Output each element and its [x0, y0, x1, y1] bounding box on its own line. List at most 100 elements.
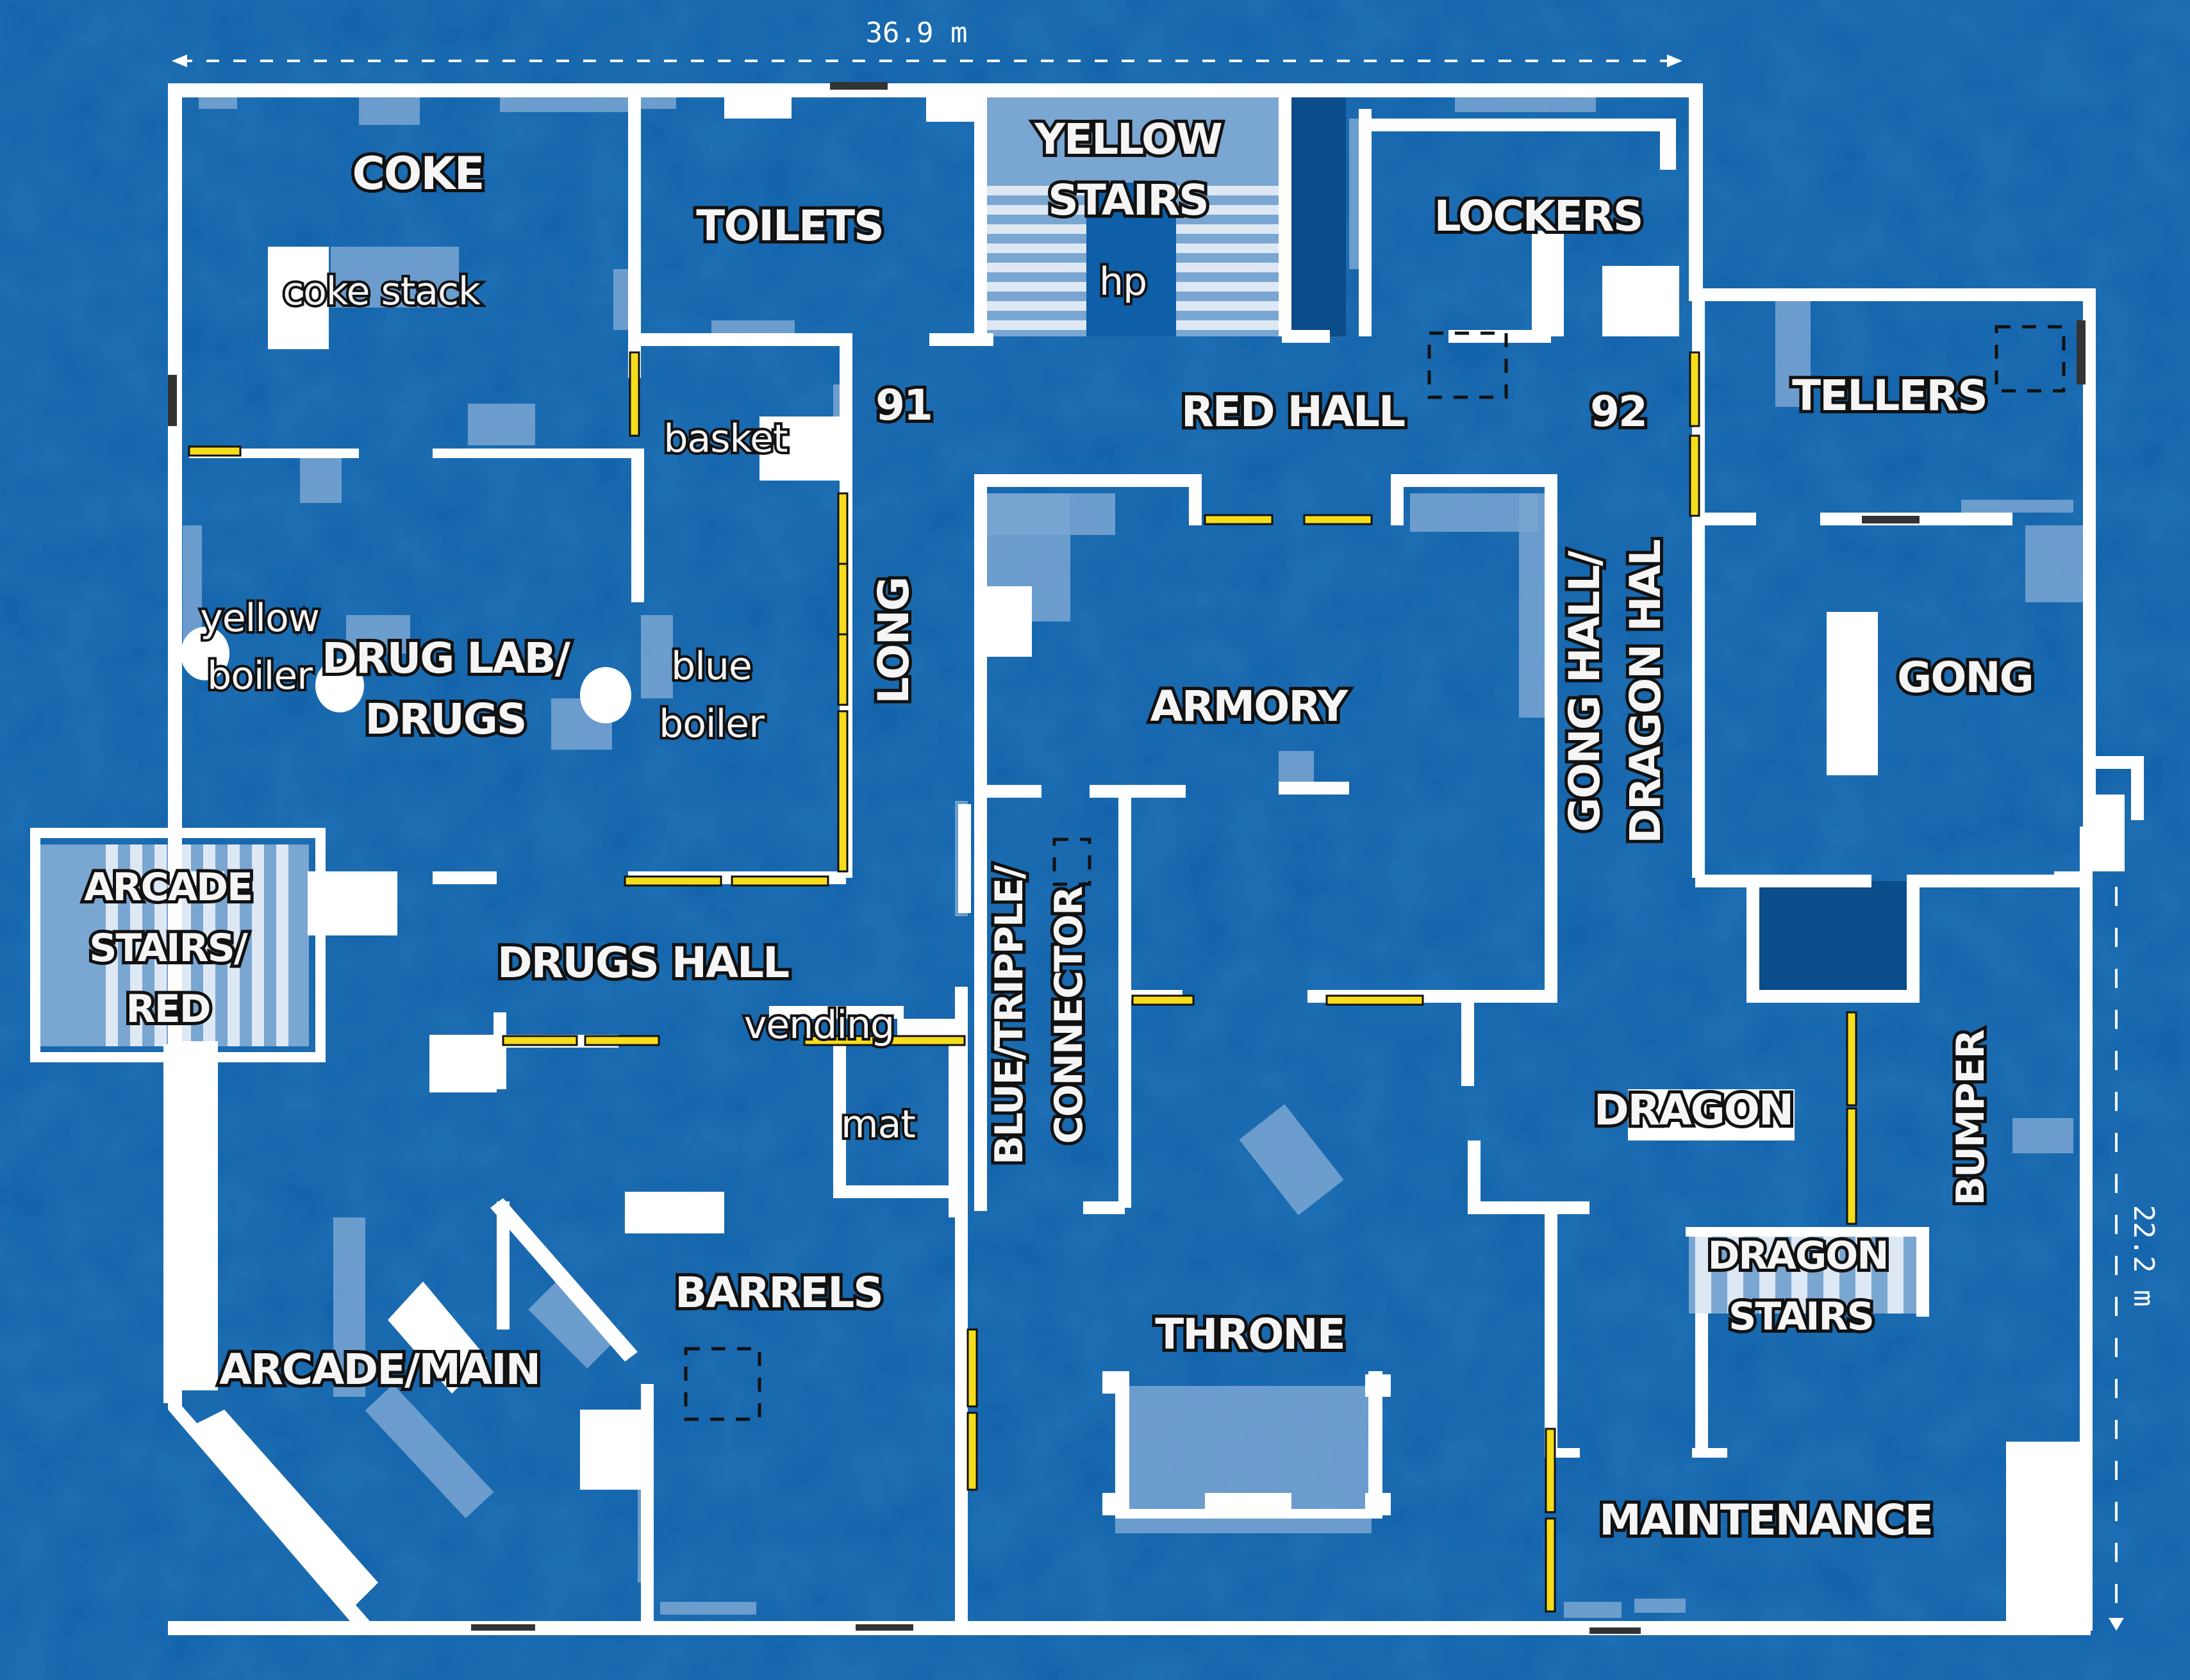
stair-step — [154, 844, 167, 1046]
stair-step — [1176, 301, 1279, 311]
stair-step — [1176, 224, 1279, 234]
throne-frame — [1115, 1371, 1129, 1519]
room-label-drugs-hall: DRUGS HALL — [497, 938, 789, 987]
room-label-spot-91: 91 — [875, 381, 932, 430]
wall — [1532, 231, 1564, 336]
door-yellow — [837, 710, 849, 873]
furniture-block — [711, 320, 795, 333]
window-dark — [168, 375, 177, 426]
room-label-armory: ARMORY — [1150, 682, 1349, 731]
window-dark — [856, 1624, 913, 1631]
wall — [163, 1044, 179, 1403]
wall — [1746, 875, 1759, 1000]
furniture-block — [987, 493, 1115, 535]
door-yellow — [584, 1035, 660, 1046]
stair-step — [987, 320, 1086, 330]
dark-block — [1288, 90, 1346, 336]
room-label-yellow-stairs-1: YELLOW — [1034, 115, 1222, 164]
room-label-throne: THRONE — [1155, 1310, 1345, 1359]
throne-frame — [1365, 1374, 1391, 1397]
wall — [1448, 330, 1551, 343]
wall — [433, 449, 638, 458]
wall — [433, 871, 497, 884]
stair-step — [1695, 1230, 1711, 1314]
dark-block — [1759, 881, 1910, 990]
wall — [1907, 875, 1920, 1000]
wall — [170, 871, 224, 885]
room-label-drug-lab-2: DRUGS — [365, 695, 526, 744]
stair-step — [203, 844, 215, 1046]
door-yellow — [1689, 434, 1700, 517]
arrow-down-icon — [2109, 1618, 2124, 1631]
stair-step — [1176, 186, 1279, 195]
furniture-block — [1239, 1104, 1344, 1215]
white-block — [1628, 1089, 1795, 1141]
doors-layer — [168, 82, 2086, 1634]
door-yellow — [803, 1035, 966, 1046]
arrow-left-icon — [172, 54, 187, 67]
door-yellow — [1545, 1428, 1556, 1513]
door-yellow — [1131, 994, 1195, 1006]
wall — [2086, 795, 2125, 871]
object-label-basket: basket — [663, 416, 788, 461]
room-label-arcade-stairs-3: RED — [126, 987, 210, 1032]
window-dark — [1862, 516, 1920, 523]
white-block — [268, 247, 329, 349]
dashed-spawn-marker — [1427, 331, 1508, 399]
wall — [641, 1384, 654, 1627]
dashed-spawn-marker — [1995, 325, 2066, 393]
furniture-block — [346, 615, 410, 654]
throne-frame — [1365, 1493, 1391, 1515]
wall — [1279, 782, 1349, 795]
furniture-block — [300, 458, 342, 503]
width-dimension-label: 36.9 m — [866, 17, 968, 49]
throne-frame — [1368, 1371, 1382, 1519]
window-dark — [2077, 320, 2086, 384]
wall — [1689, 83, 1703, 288]
wall — [628, 333, 840, 346]
wall-diagonal — [490, 1198, 638, 1362]
door-yellow — [966, 1412, 978, 1491]
white-block — [1833, 612, 1878, 775]
arcade-stairs-frame — [30, 828, 326, 1062]
room-label-tellers: TELLERS — [1792, 371, 1987, 420]
arrow-right-icon — [1667, 54, 1682, 67]
wall — [1189, 474, 1202, 525]
wall — [833, 1185, 968, 1198]
wall — [929, 333, 993, 346]
wall — [1660, 119, 1676, 170]
wall-block-diagonal — [192, 1410, 378, 1615]
room-label-barrels: BARRELS — [675, 1268, 883, 1317]
room-label-arcade-main: ARCADE/MAIN — [219, 1345, 540, 1394]
door-yellow — [502, 1035, 578, 1046]
wall — [926, 83, 974, 122]
furniture-block — [365, 1384, 494, 1519]
stair-step — [987, 263, 1086, 272]
furniture-block — [331, 247, 459, 308]
door-yellow — [1204, 514, 1273, 525]
door-yellow — [1325, 994, 1424, 1006]
stair-step — [1887, 1230, 1904, 1314]
stair-step — [987, 205, 1086, 215]
stair-step — [1791, 1230, 1807, 1314]
wall — [987, 785, 1041, 798]
room-label-maintenance: MAINTENANCE — [1599, 1495, 1932, 1545]
wall — [2131, 756, 2144, 820]
stair-step — [987, 224, 1086, 234]
wall — [833, 1038, 846, 1192]
door-yellow — [1303, 514, 1373, 525]
furniture-block — [660, 1602, 756, 1615]
wall-block-diagonal — [388, 1281, 487, 1394]
door-yellow — [837, 492, 849, 565]
door-yellow — [837, 633, 849, 706]
furniture-block — [641, 615, 673, 698]
furniture-block — [1410, 493, 1538, 532]
room-label-dragon-stairs-2: STAIRS — [1729, 1294, 1873, 1339]
wall — [1692, 513, 1756, 525]
door-yellow — [1846, 1107, 1857, 1225]
door-yellow — [1545, 1517, 1556, 1613]
furniture-block — [528, 1278, 619, 1369]
stair-step — [276, 844, 288, 1046]
